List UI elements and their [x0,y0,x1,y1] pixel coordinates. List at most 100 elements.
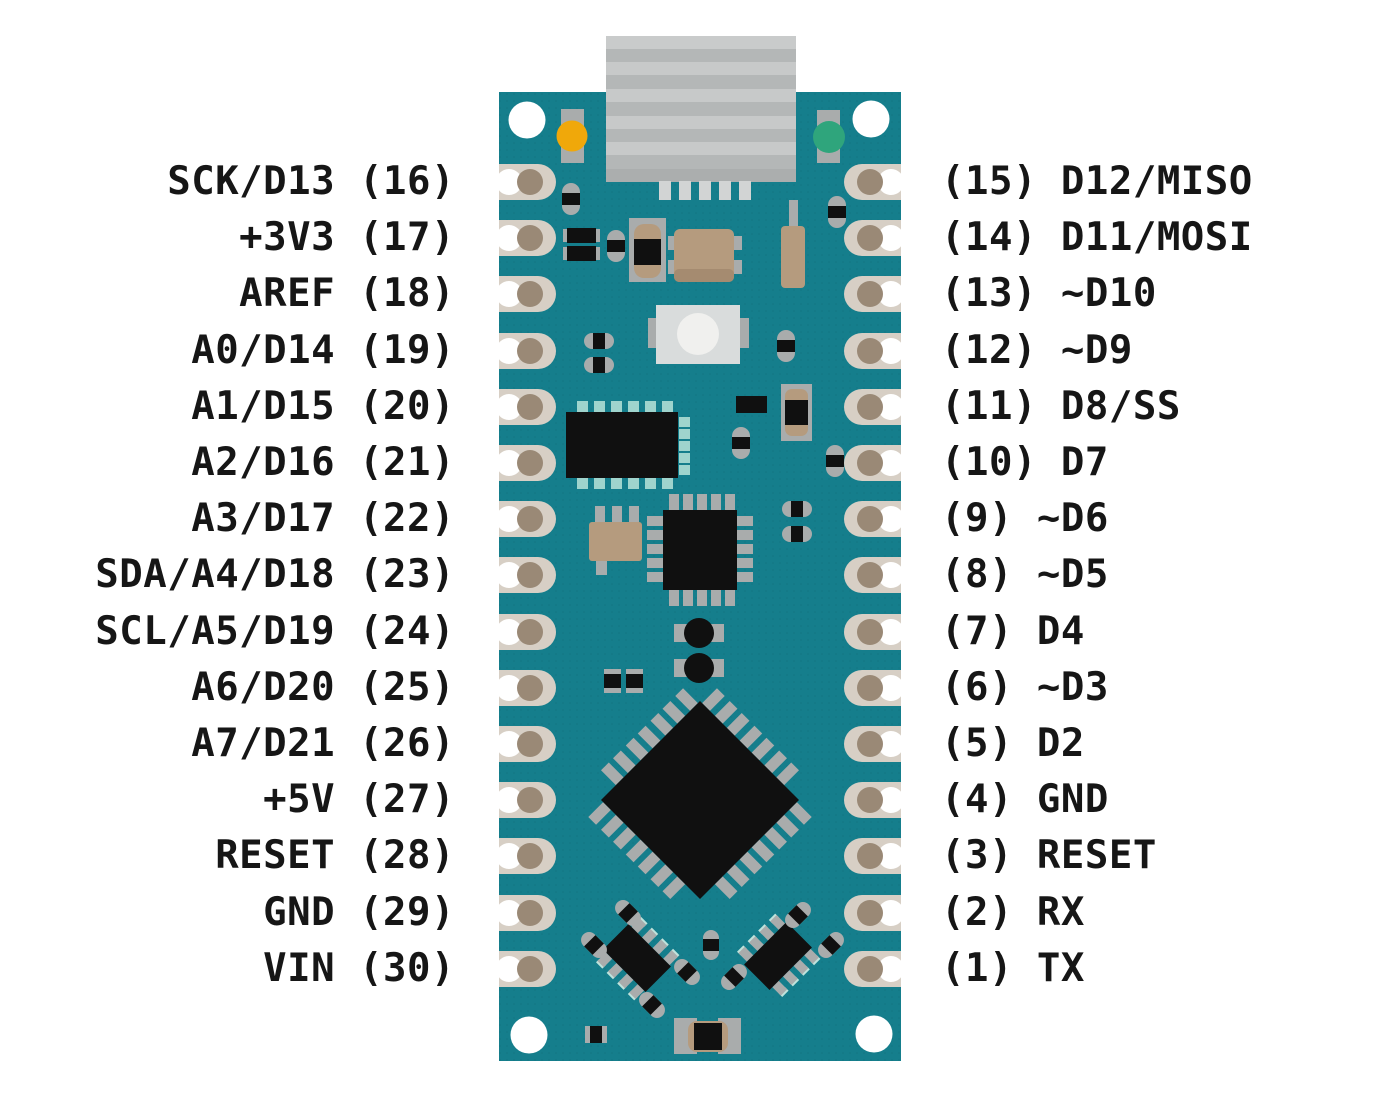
pin-pad-left [496,276,556,312]
pin-pad-left [496,164,556,200]
qfp-chip [647,494,753,606]
pin-pad-right [844,614,904,650]
pin-label-right-4: (4) GND [941,777,1109,822]
mounting-hole [855,1015,893,1053]
pin-pad-left [496,670,556,706]
green-led-lens [813,121,845,153]
mounting-hole [852,100,890,138]
test-points [674,618,724,683]
capacitor [732,427,750,459]
pin-pad-left [496,389,556,425]
orange-led-lens [556,120,588,152]
capacitor [703,930,719,960]
resistor-pair [604,669,643,693]
pin-pad-right [844,164,904,200]
pin-pad-right [844,389,904,425]
bottom-capacitor [674,1018,741,1054]
pin-pad-right [844,333,904,369]
usb-leg [659,181,671,200]
left-pin-labels: SCK/D13 (16) +3V3 (17) AREF (18) A0/D14 … [0,0,455,1100]
usb-connector [606,36,796,200]
sot23-regulator [589,506,642,575]
capacitor [828,196,846,228]
pin-pad-right [844,726,904,762]
soic8-chip [566,401,690,489]
pin-pad-right [844,501,904,537]
pin-label-left-21: A2/D16 (21) [191,440,455,485]
pin-pad-right [844,445,904,481]
pin-label-left-26: A7/D21 (26) [191,721,455,766]
right-pin-pads [844,164,904,987]
pin-pad-right [844,782,904,818]
pin-label-right-9: (9) ~D6 [941,496,1109,541]
pin-pad-right [844,557,904,593]
pin-label-right-6: (6) ~D3 [941,665,1109,710]
usb-leg [739,181,751,200]
pin-label-right-5: (5) D2 [941,721,1085,766]
pin-pad-left [496,557,556,593]
pin-pad-left [496,951,556,987]
pin-pad-right [844,670,904,706]
crystal-oscillator [668,229,742,282]
usb-leg [679,181,691,200]
green-led [813,110,845,163]
pin-label-left-30: VIN (30) [263,946,455,991]
pin-label-right-11: (11) D8/SS [941,384,1181,429]
resistor [736,396,767,413]
pin-pad-right [844,838,904,874]
pin-label-left-17: +3V3 (17) [239,215,455,260]
pin-label-left-23: SDA/A4/D18 (23) [95,552,455,597]
orange-led [556,109,588,163]
pin-pad-left [496,445,556,481]
capacitor [584,333,614,349]
pin-label-left-24: SCL/A5/D19 (24) [95,609,455,654]
right-pin-labels: (15) D12/MISO (14) D11/MOSI (13) ~D10 (1… [941,0,1400,1100]
pin-pad-right [844,276,904,312]
pin-pad-right [844,895,904,931]
usb-leg [719,181,731,200]
pin-pad-left [496,838,556,874]
capacitor [562,183,580,215]
pin-label-left-20: A1/D15 (20) [191,384,455,429]
vertical-resistor [781,200,805,288]
pin-pad-left [496,726,556,762]
pin-label-left-18: AREF (18) [239,271,455,316]
resistor-pair [563,228,600,261]
pin-pad-left [496,614,556,650]
pin-label-left-27: +5V (27) [263,777,455,822]
inductor [629,218,666,282]
pin-pad-left [496,333,556,369]
pin-label-right-14: (14) D11/MOSI [941,215,1253,260]
capacitor [782,501,812,517]
pin-pad-left [496,220,556,256]
capacitor [782,526,812,542]
pin-label-right-8: (8) ~D5 [941,552,1109,597]
pin-label-right-1: (1) TX [941,946,1085,991]
pin-label-left-28: RESET (28) [215,833,455,878]
pin-label-right-12: (12) ~D9 [941,328,1133,373]
capacitor [826,445,844,477]
electrolytic-capacitor [781,384,812,441]
pin-label-right-10: (10) D7 [941,440,1109,485]
pin-label-left-29: GND (29) [263,890,455,935]
pin-label-right-15: (15) D12/MISO [941,159,1253,204]
capacitor [607,230,625,262]
white-led-lens [677,313,719,355]
white-led [648,305,749,364]
capacitor [584,357,614,373]
resistor [585,1026,607,1043]
pin-pad-left [496,782,556,818]
pin-pad-left [496,895,556,931]
pin-label-left-25: A6/D20 (25) [191,665,455,710]
pin-label-left-19: A0/D14 (19) [191,328,455,373]
pin-label-left-22: A3/D17 (22) [191,496,455,541]
pin-label-right-3: (3) RESET [941,833,1157,878]
pin-label-right-7: (7) D4 [941,609,1085,654]
pin-label-right-2: (2) RX [941,890,1085,935]
pin-pad-right [844,220,904,256]
pin-pad-right [844,951,904,987]
pin-label-left-16: SCK/D13 (16) [167,159,455,204]
pin-label-right-13: (13) ~D10 [941,271,1157,316]
